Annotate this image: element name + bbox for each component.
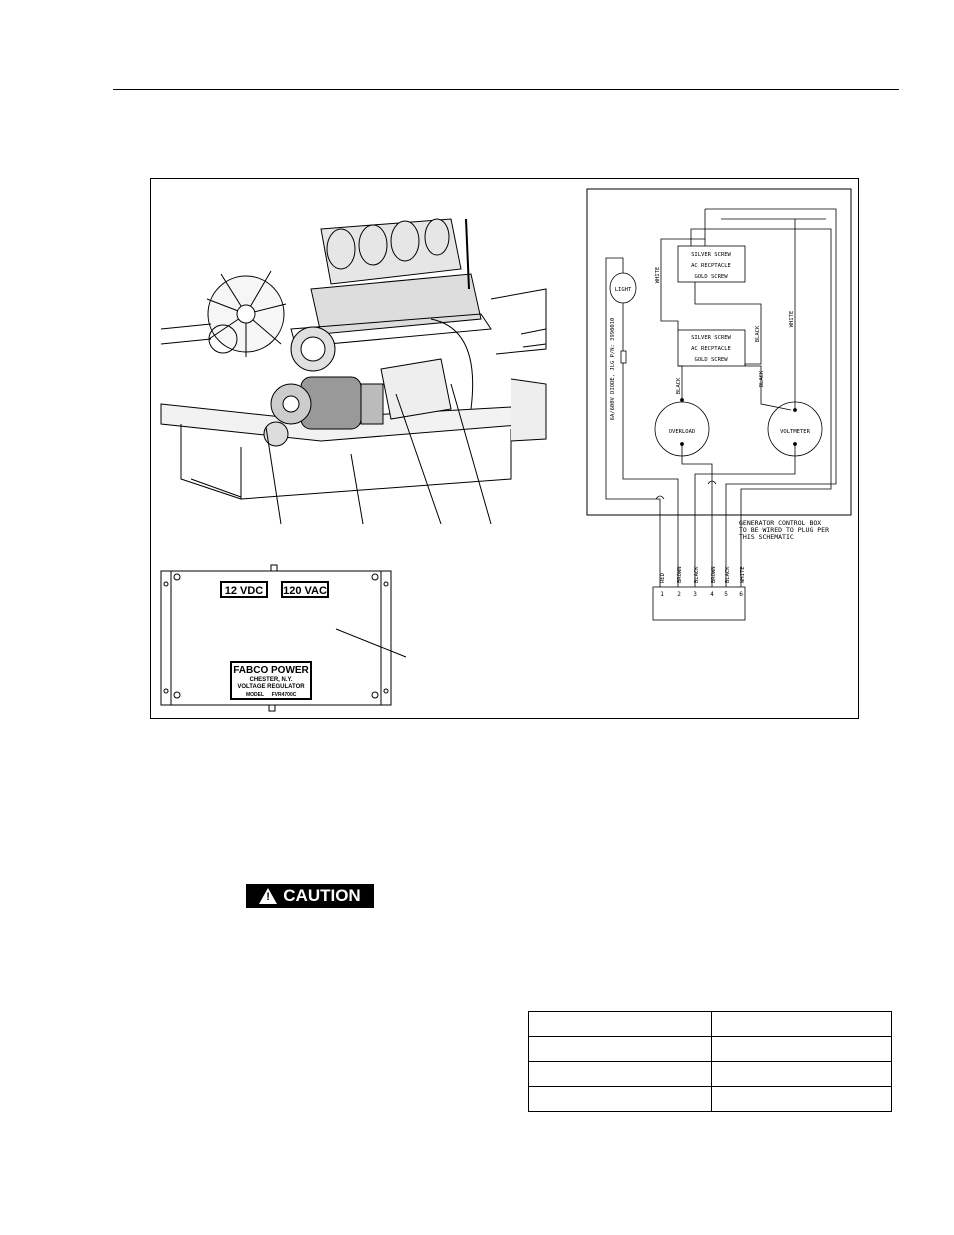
generator-figure: 12 VDC 120 VAC FABCO POWER CHESTER, N.Y.… [150, 178, 859, 719]
table-cell [711, 1086, 892, 1112]
overload-label: OVERLOAD [669, 429, 696, 435]
header-rule [113, 89, 899, 90]
warning-icon: ! [259, 888, 278, 904]
table-cell [528, 1011, 712, 1037]
table-cell [528, 1036, 712, 1062]
note-line-1: GENERATOR CONTROL BOX [739, 519, 821, 527]
plug-pin-5: 5 [724, 591, 728, 598]
plug-wire-3: BLACK [694, 566, 700, 583]
plug-pin-2: 2 [677, 591, 681, 598]
table-row [528, 1011, 892, 1037]
vac-label: 120 VAC [283, 585, 327, 597]
rcpt-top-line1: SILVER SCREW [691, 252, 731, 258]
wire-black-2-label: BLACK [676, 377, 682, 394]
wire-black-1-label: BLACK [755, 325, 761, 342]
spec-table [528, 1011, 892, 1112]
plug-wire-4: BROWN [711, 566, 717, 583]
figure-drawing: 12 VDC 120 VAC FABCO POWER CHESTER, N.Y.… [160, 188, 852, 712]
rcpt-bottom-line2: AC RECPTACLE [691, 346, 731, 352]
diode-label: 6A/600V DIODE, JLG P/N: 3990010 [610, 318, 616, 421]
maker-label: FABCO POWER [233, 665, 309, 676]
voltage-regulator-panel [160, 564, 392, 712]
plug-pin-3: 3 [693, 591, 697, 598]
rcpt-bottom-line1: SILVER SCREW [691, 335, 731, 341]
table-cell [528, 1061, 712, 1087]
location-label: CHESTER, N.Y. [249, 677, 292, 683]
wire-white-2-label: WHITE [789, 311, 795, 328]
caution-badge: ! CAUTION [246, 884, 374, 908]
table-row [528, 1061, 892, 1087]
fan-icon [206, 270, 287, 357]
rcpt-top-line3: GOLD SCREW [694, 274, 728, 280]
engine-illustration [160, 218, 547, 658]
plug-wire-1: RED [660, 573, 666, 583]
model-code-label: FVR4700C [272, 692, 297, 698]
wiring-schematic [586, 188, 852, 621]
wire-white-1-label: WHITE [655, 267, 661, 284]
plug-pin-1: 1 [660, 591, 664, 598]
plug-wire-2: BROWN [677, 566, 683, 583]
table-cell [711, 1011, 892, 1037]
model-prefix-label: MODEL [246, 692, 264, 698]
plug-wire-5: BLACK [725, 566, 731, 583]
table-row [528, 1036, 892, 1062]
device-label: VOLTAGE REGULATOR [237, 684, 305, 690]
vdc-label: 12 VDC [225, 585, 264, 597]
plug-pin-4: 4 [710, 591, 714, 598]
caution-label: CAUTION [283, 886, 361, 905]
table-cell [711, 1036, 892, 1062]
plug-pin-6: 6 [739, 591, 743, 598]
voltmeter-label: VOLTMETER [780, 429, 810, 435]
rcpt-top-line2: AC RECPTACLE [691, 263, 731, 269]
table-cell [711, 1061, 892, 1087]
note-line-3: THIS SCHEMATIC [739, 533, 794, 541]
rcpt-bottom-line3: GOLD SCREW [694, 357, 728, 363]
plug-wire-6: WHITE [740, 566, 746, 583]
table-cell [528, 1086, 712, 1112]
table-row [528, 1086, 892, 1112]
wire-black-3-label: BLACK [759, 370, 765, 387]
note-line-2: TO BE WIRED TO PLUG PER [739, 526, 829, 534]
light-label: LIGHT [615, 287, 632, 293]
